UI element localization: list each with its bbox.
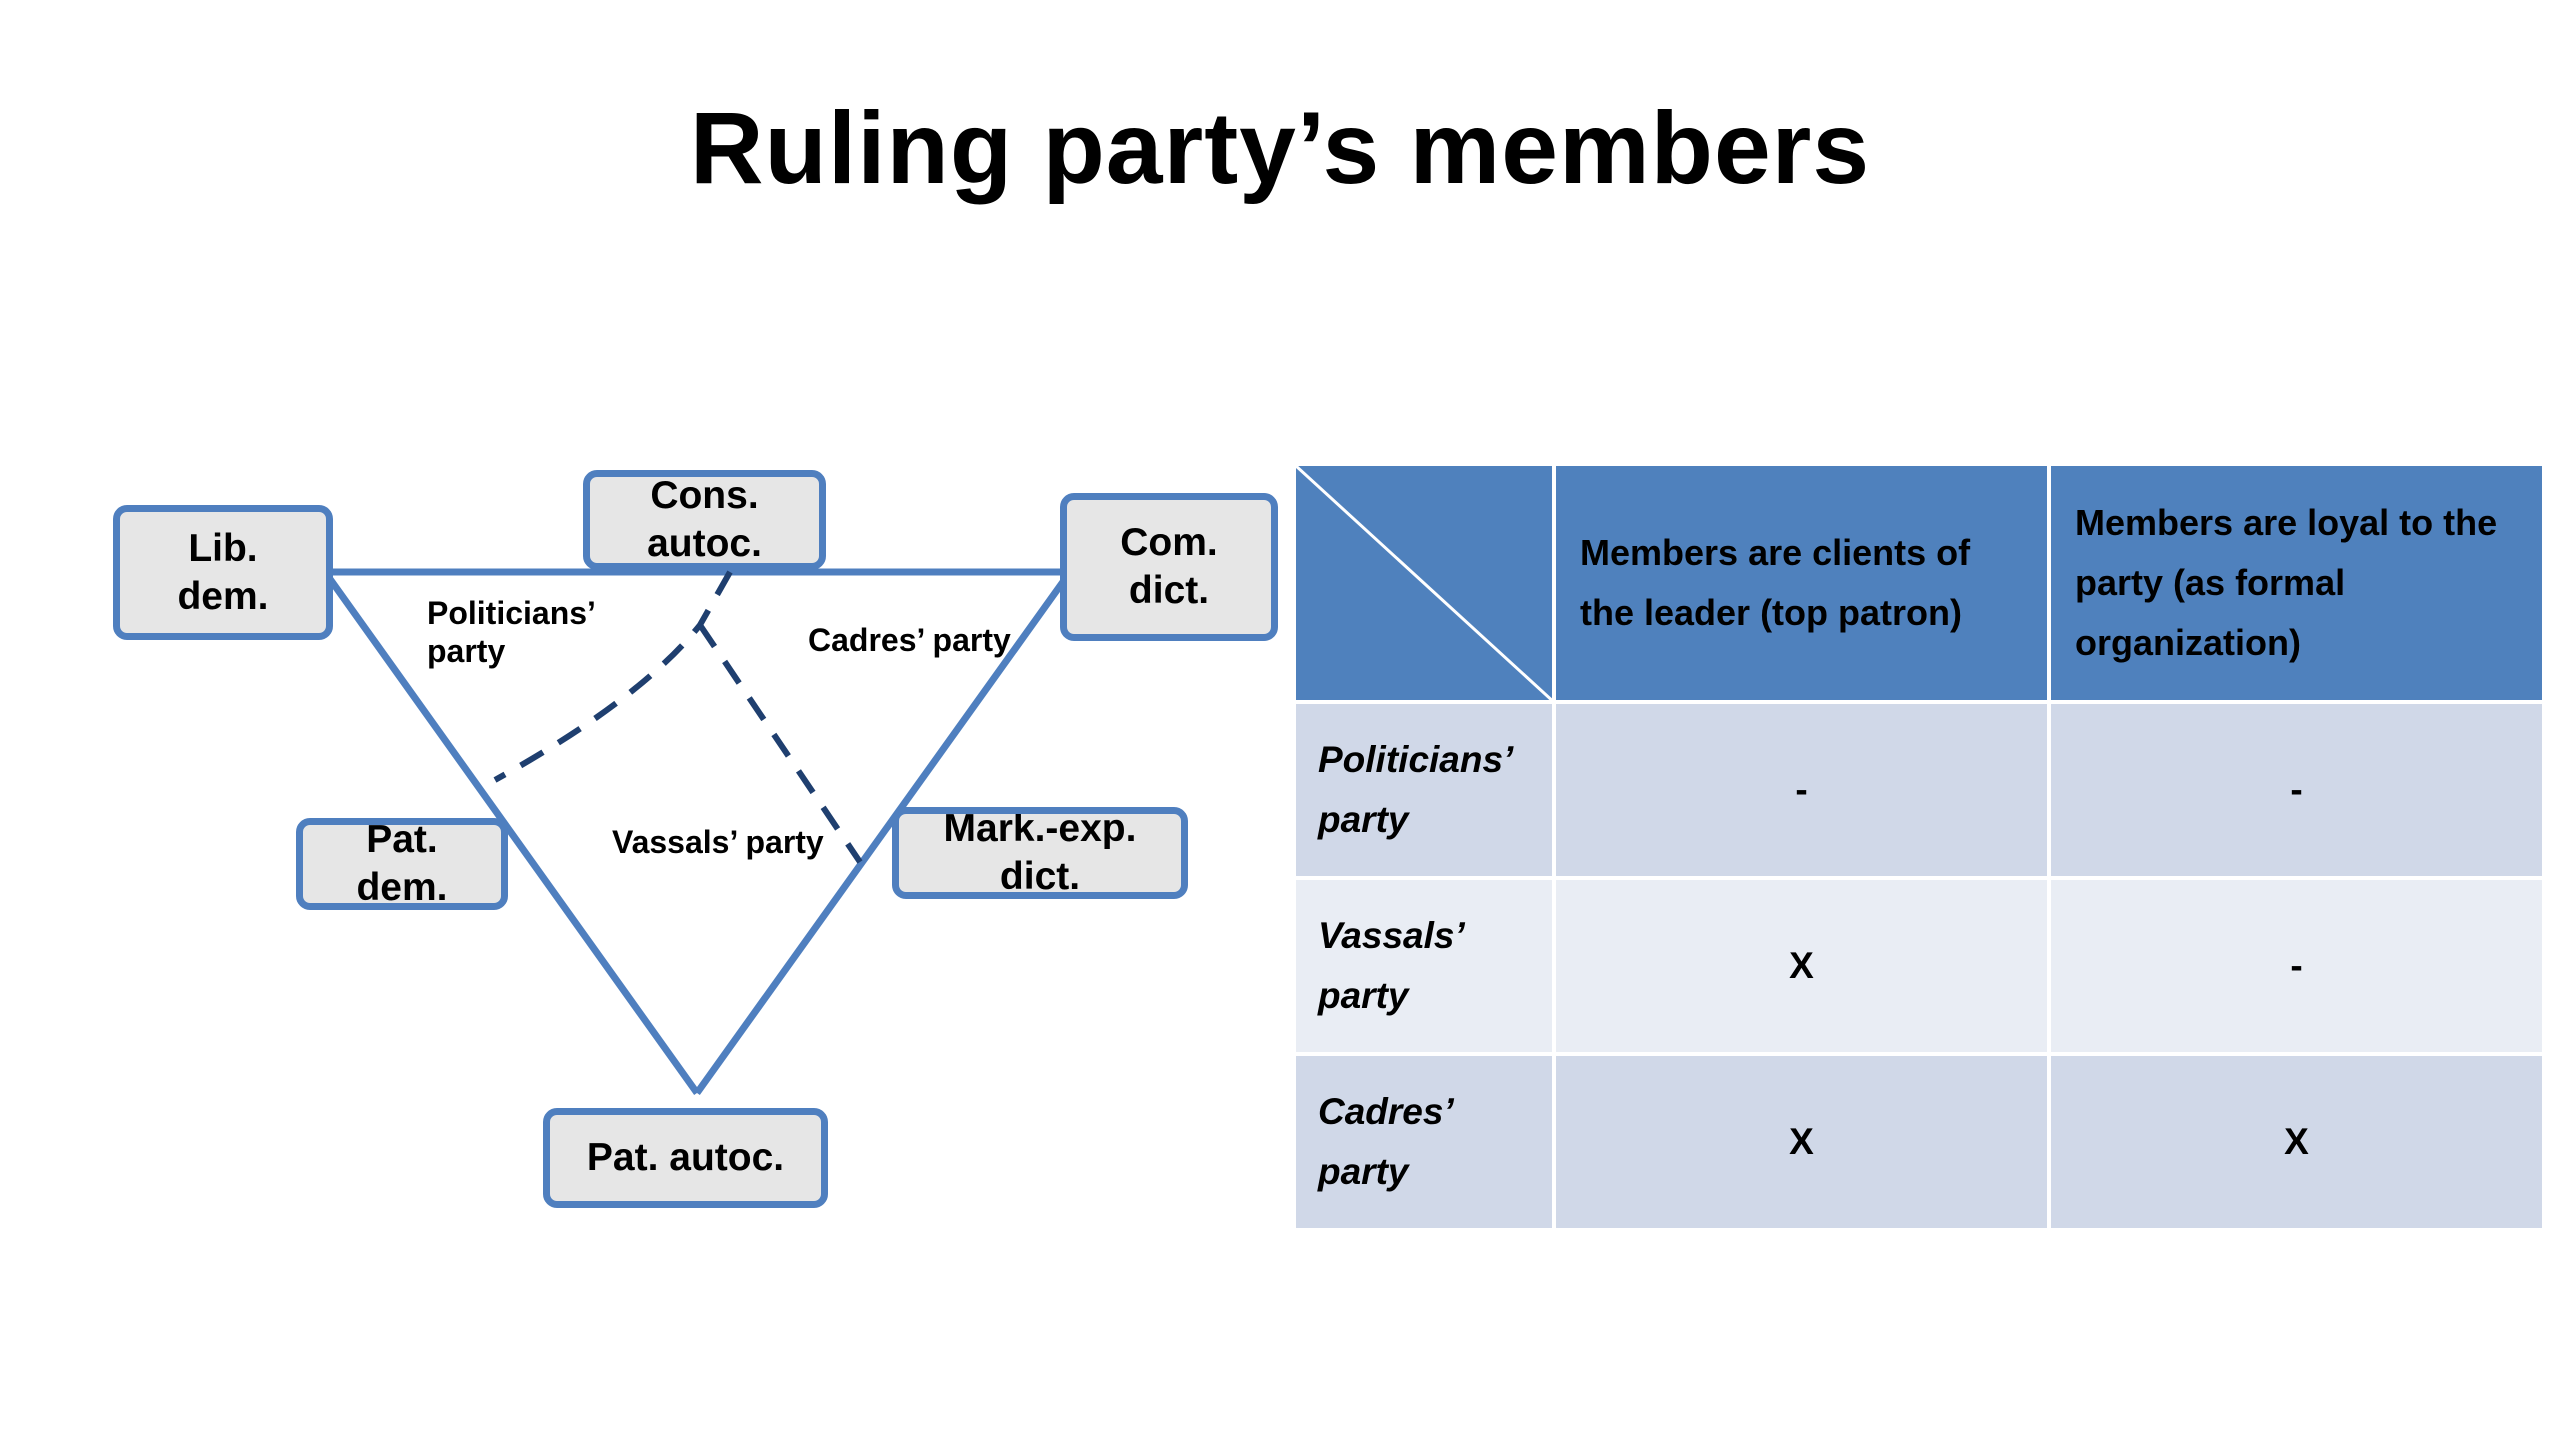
cell-politicians-clients: - bbox=[1552, 700, 2051, 880]
region-label-vassals: Vassals’ party bbox=[612, 824, 824, 860]
node-cons-autoc: Cons. autoc. bbox=[583, 470, 826, 570]
triangle-lines bbox=[322, 568, 1073, 1096]
table-row: Cadres’ party X X bbox=[1292, 1052, 2546, 1232]
column-header-loyal: Members are loyal to the party (as forma… bbox=[2047, 462, 2546, 704]
dashed-boundary-vassals-cadres bbox=[697, 623, 863, 864]
table-header-row: Members are clients of the leader (top p… bbox=[1292, 462, 2546, 704]
node-mark-exp-dict: Mark.-exp. dict. bbox=[892, 807, 1188, 899]
node-com-dict: Com. dict. bbox=[1060, 493, 1278, 641]
cell-vassals-clients: X bbox=[1552, 876, 2051, 1056]
node-pat-autoc: Pat. autoc. bbox=[543, 1108, 828, 1208]
column-header-clients: Members are clients of the leader (top p… bbox=[1552, 462, 2051, 704]
cell-vassals-loyal: - bbox=[2047, 876, 2546, 1056]
triangle-right-edge bbox=[694, 569, 1073, 1096]
corner-diagonal bbox=[1296, 466, 1556, 704]
slide-title: Ruling party’s members bbox=[689, 91, 1871, 205]
regime-triangle-diagram: Lib. dem. Cons. autoc. Com. dict. Pat. d… bbox=[0, 0, 1300, 1260]
row-header-politicians: Politicians’ party bbox=[1292, 700, 1556, 880]
triangle-left-edge bbox=[322, 569, 700, 1096]
party-members-table: Members are clients of the leader (top p… bbox=[1292, 462, 2546, 1232]
region-label-cadres: Cadres’ party bbox=[808, 622, 1011, 658]
row-header-vassals: Vassals’ party bbox=[1292, 876, 1556, 1056]
node-pat-dem: Pat. dem. bbox=[296, 818, 508, 910]
region-label-politicians: Politicians’ party bbox=[427, 595, 596, 669]
row-header-cadres: Cadres’ party bbox=[1292, 1052, 1556, 1232]
cell-politicians-loyal: - bbox=[2047, 700, 2546, 880]
table-corner-cell bbox=[1292, 462, 1556, 704]
cell-cadres-loyal: X bbox=[2047, 1052, 2546, 1232]
dashed-boundary-politicians-vassals bbox=[493, 570, 733, 783]
node-lib-dem: Lib. dem. bbox=[113, 505, 333, 640]
table-row: Vassals’ party X - bbox=[1292, 876, 2546, 1056]
cell-cadres-clients: X bbox=[1552, 1052, 2051, 1232]
table-row: Politicians’ party - - bbox=[1292, 700, 2546, 880]
